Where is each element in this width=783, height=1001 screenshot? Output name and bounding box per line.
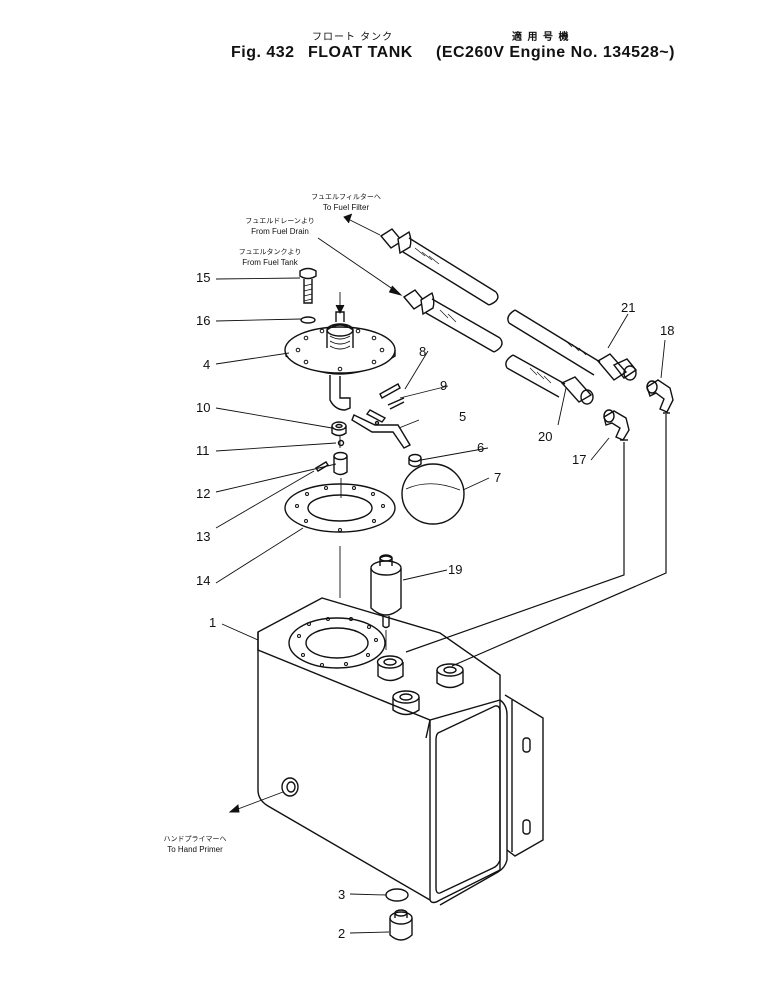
float-ball [402,464,464,524]
callout-18: 18 [660,323,675,338]
nut [332,422,346,436]
leader-lines [216,278,665,933]
applicability: (EC260V Engine No. 134528~) [436,44,675,61]
callout-13: 13 [196,529,211,544]
float-tank-body [258,598,543,905]
note-from-fuel-drain: From Fuel Drain [251,227,309,236]
note-to-fuel-filter: To Fuel Filter [322,203,370,212]
callout-20: 20 [538,429,553,444]
callout-12: 12 [196,486,211,501]
split-pin [388,398,404,409]
callout-5: 5 [459,409,467,424]
callout-8: 8 [419,344,427,359]
o-ring [386,889,408,901]
drain-plug [390,910,412,940]
elbow-joint-17 [604,410,629,440]
callout-9: 9 [440,378,448,393]
flow-arrows [230,214,401,812]
callout-1: 1 [209,615,217,630]
note-from-fuel-tank-jp: フュエルタンクより [238,248,302,256]
callout-10: 10 [196,400,211,415]
callout-15: 15 [196,270,211,285]
fuel-lines [406,414,666,666]
note-to-fuel-filter-jp: フュエルフィルターへ [311,193,381,201]
note-to-hand-primer-jp: ハンドプライマーへ [163,835,227,843]
callout-2: 2 [338,926,346,941]
callout-14: 14 [196,573,211,588]
gasket [285,484,395,532]
callout-21: 21 [621,300,636,315]
fuel-filter [371,555,401,628]
float-unit-flange [285,312,395,410]
float-stopper [334,453,347,475]
callout-7: 7 [494,470,502,485]
callout-4: 4 [203,357,211,372]
title-jp: フロート タンク [312,32,394,43]
note-to-hand-primer: To Hand Primer [167,845,223,854]
callout-11: 11 [196,443,210,458]
callout-16: 16 [196,313,211,328]
callout-19: 19 [448,562,463,577]
figure-title: FLOAT TANK [308,44,413,61]
bolt [300,269,316,304]
figure-number: Fig. 432 [231,44,295,61]
elbow-joint-18 [647,380,673,413]
callout-6: 6 [477,440,485,455]
assembly-centerlines [336,292,386,650]
small-pin [316,462,328,471]
callout-3: 3 [338,887,346,902]
washer [301,317,315,323]
nut-small [409,455,421,467]
hose-from-fuel-drain [404,290,593,404]
float-arm [352,410,410,448]
ball [339,441,344,446]
callout-17: 17 [572,452,587,467]
applicability-jp: 適 用 号 機 [512,32,570,43]
note-from-fuel-tank: From Fuel Tank [242,258,298,267]
note-from-fuel-drain-jp: フュエルドレーンより [245,217,315,225]
float-rod [380,384,400,398]
hose-to-fuel-filter [381,229,636,380]
